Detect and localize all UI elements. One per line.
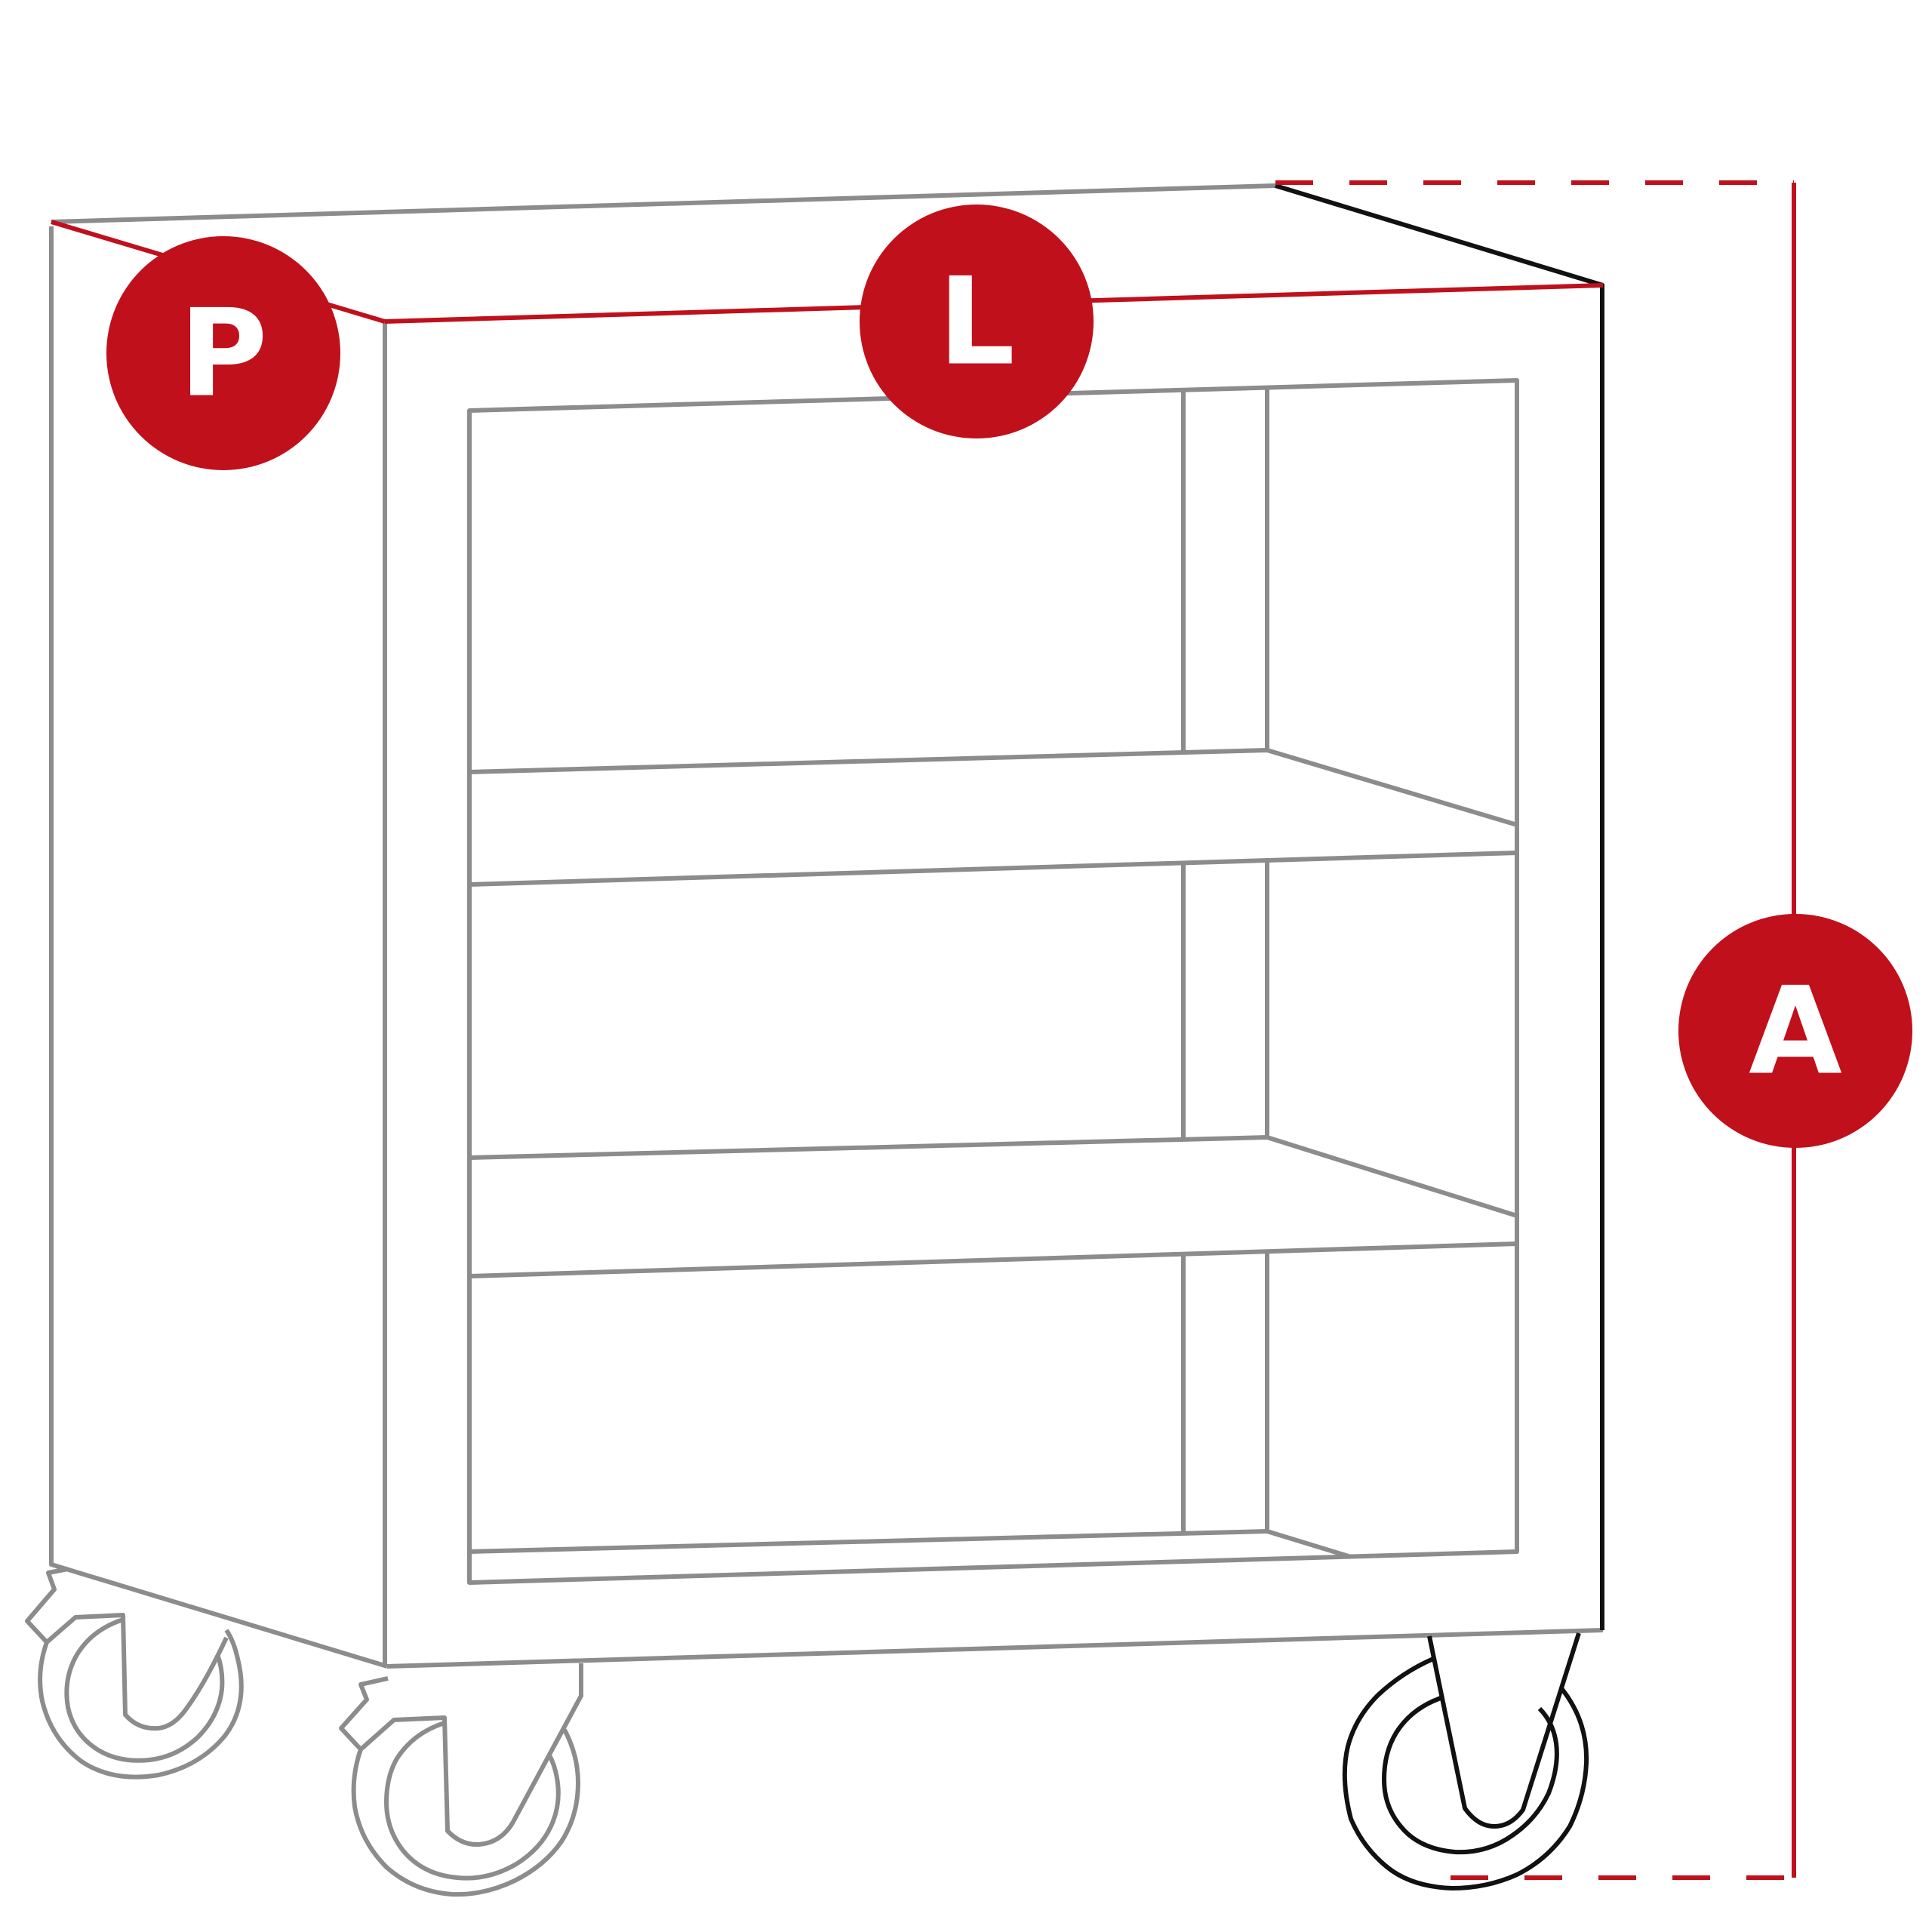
cart-outline	[25, 183, 1604, 1897]
shelf-1-front	[469, 851, 1518, 887]
dimension-lines	[51, 180, 1796, 1880]
bottom-front-edge	[386, 1628, 1604, 1669]
inner-frame	[467, 378, 1519, 1585]
shelf-bottom-back	[469, 1529, 1352, 1559]
length-badge: L	[860, 205, 1094, 438]
depth-badge: P	[106, 236, 340, 470]
shelf-2-front	[469, 1241, 1518, 1278]
caster-left-rear	[25, 1567, 244, 1780]
caster-front-left	[339, 1663, 583, 1897]
length-label: L	[938, 251, 1015, 392]
left-side-panel	[49, 226, 388, 1669]
top-back-edge	[51, 183, 1276, 224]
shelf-1-back	[469, 748, 1518, 827]
height-label: A	[1749, 961, 1842, 1102]
cart-dark-edges	[1275, 183, 1604, 1890]
depth-label: P	[179, 283, 267, 424]
caster-front-right	[1342, 1632, 1589, 1890]
top-right-edge	[1275, 183, 1604, 288]
shelf-2-back	[469, 1135, 1518, 1218]
height-badge: A	[1678, 914, 1912, 1148]
